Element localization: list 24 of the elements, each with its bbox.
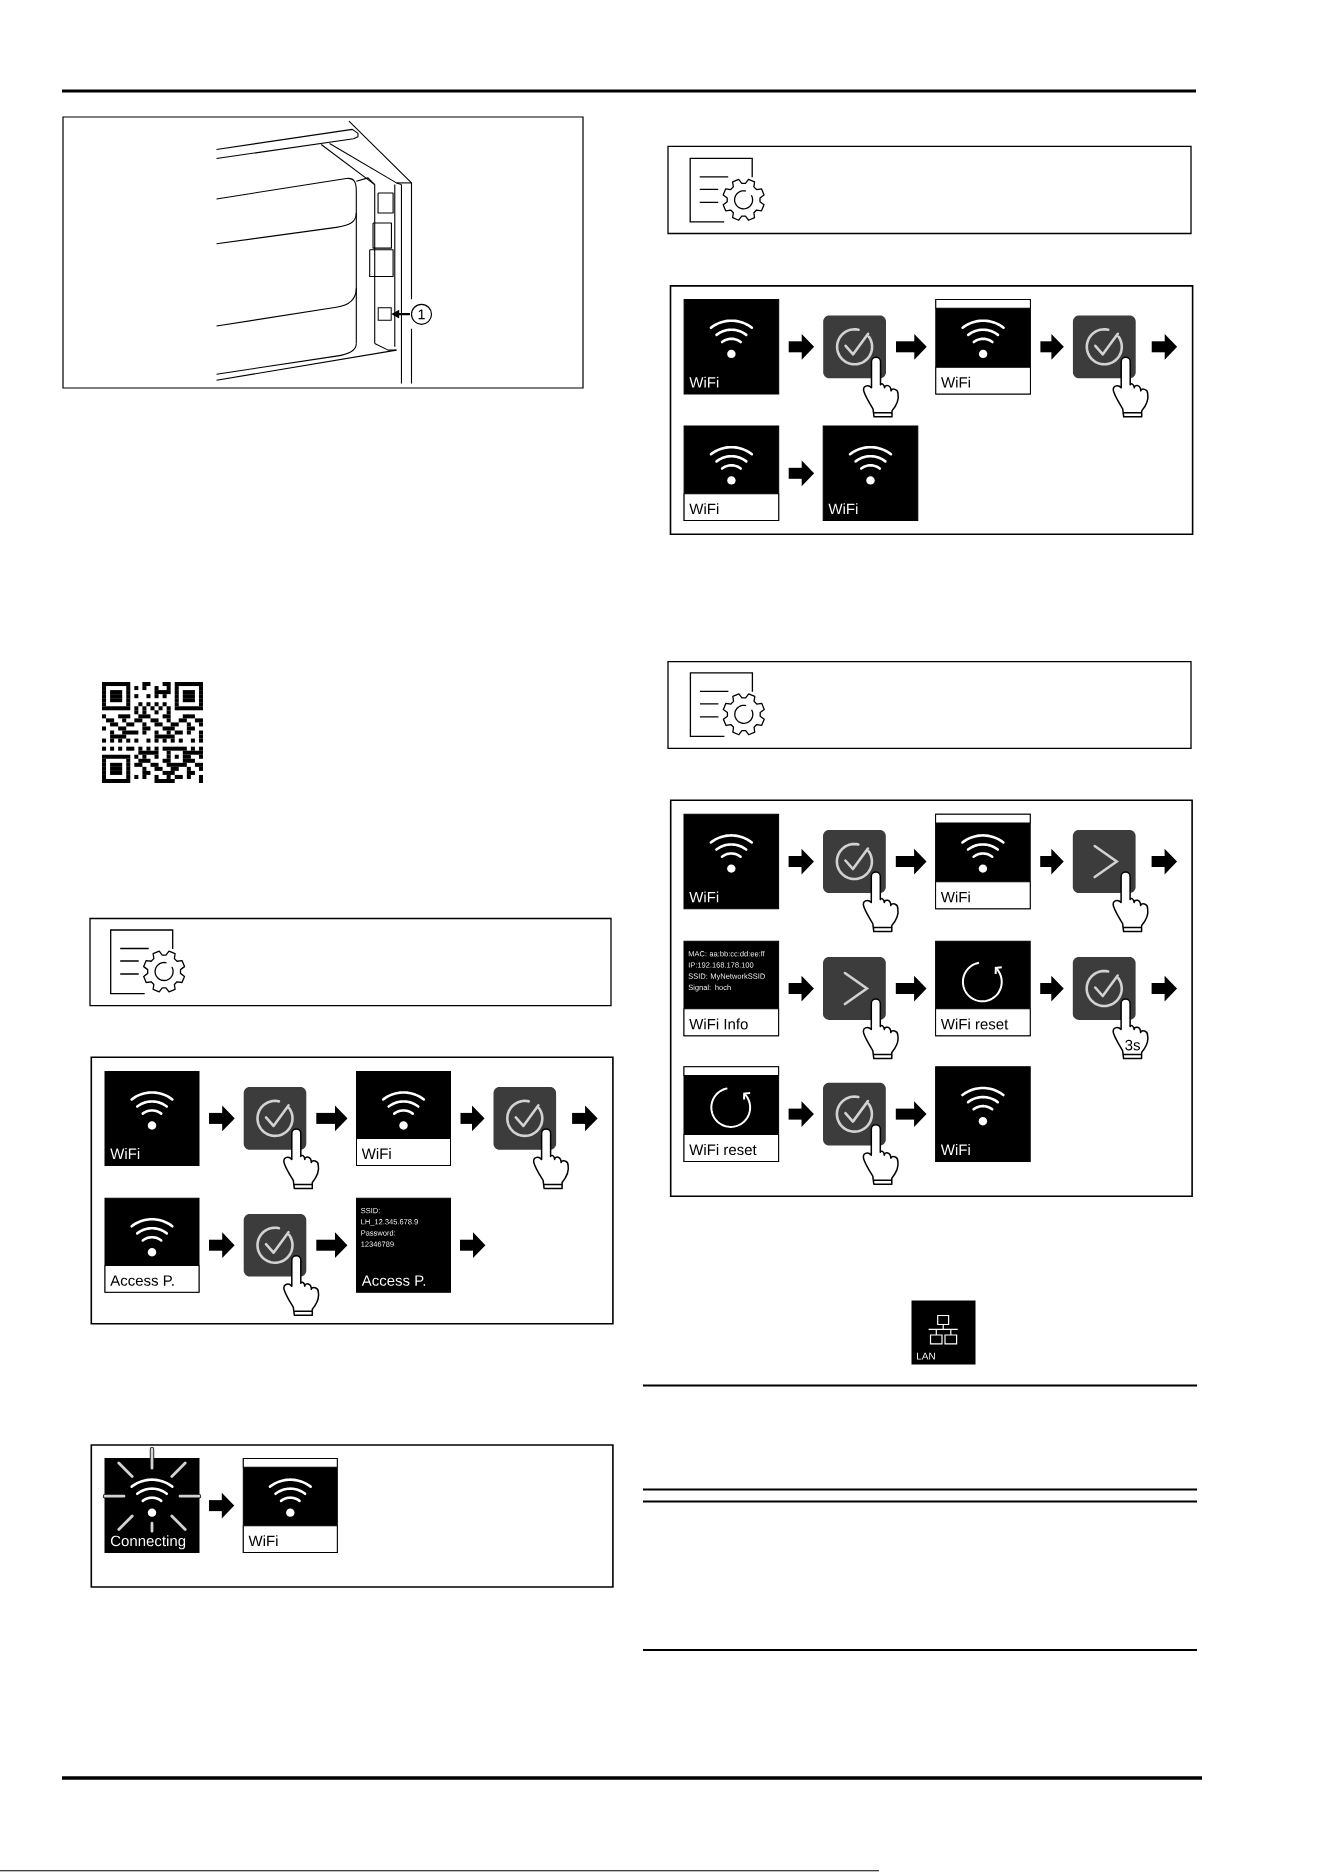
- touch-button: [1072, 830, 1136, 893]
- display-tile: WiFi: [822, 425, 919, 522]
- duration-label: 3s: [1125, 1039, 1140, 1051]
- display-tile: WiFi: [683, 425, 780, 522]
- display-tile: WiFi: [935, 1066, 1031, 1162]
- display-tile: WiFi: [935, 813, 1031, 910]
- marked-part: [377, 307, 392, 321]
- step-panel: [90, 1056, 614, 1325]
- touch-button: [823, 957, 886, 1020]
- display-tile: WiFi: [935, 299, 1031, 395]
- display-tile: WiFi: [242, 1458, 338, 1554]
- step-panel: [669, 799, 1193, 1198]
- display-tile: WiFi: [104, 1070, 200, 1166]
- display-tile: WiFi: [683, 299, 780, 395]
- illustration-frame: [62, 116, 584, 389]
- display-tile: WiFi reset: [683, 1066, 780, 1162]
- display-tile: WiFi reset: [935, 940, 1031, 1037]
- callout-number: 1: [410, 303, 433, 325]
- display-tile: LAN: [911, 1300, 976, 1365]
- display-tile: Access P.: [104, 1197, 200, 1293]
- step-panel: [669, 285, 1194, 535]
- step-panel: [90, 1444, 614, 1588]
- display-tile: WiFi: [683, 813, 780, 910]
- display-tile: WiFi: [356, 1070, 451, 1166]
